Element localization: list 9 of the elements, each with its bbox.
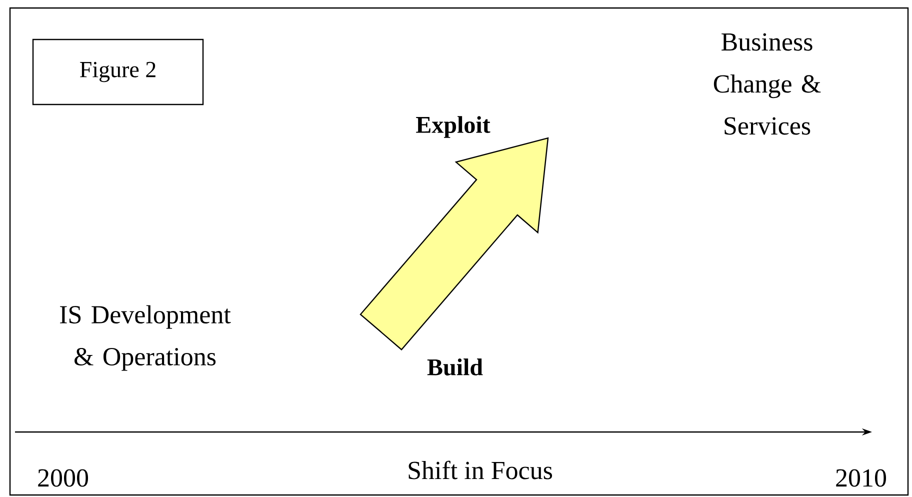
figure-box: Figure 2 <box>32 38 204 106</box>
block-arrow <box>360 137 549 350</box>
year-label: 2010 <box>836 469 886 487</box>
column-heading: Business Change & Services <box>714 33 821 135</box>
stage-label: Exploit <box>416 116 490 138</box>
year-label: 2000 <box>38 469 88 487</box>
stage-label: Build <box>427 358 483 376</box>
column-heading: IS Development & Operations <box>60 305 231 371</box>
axis-title: Shift in Focus <box>408 460 552 480</box>
